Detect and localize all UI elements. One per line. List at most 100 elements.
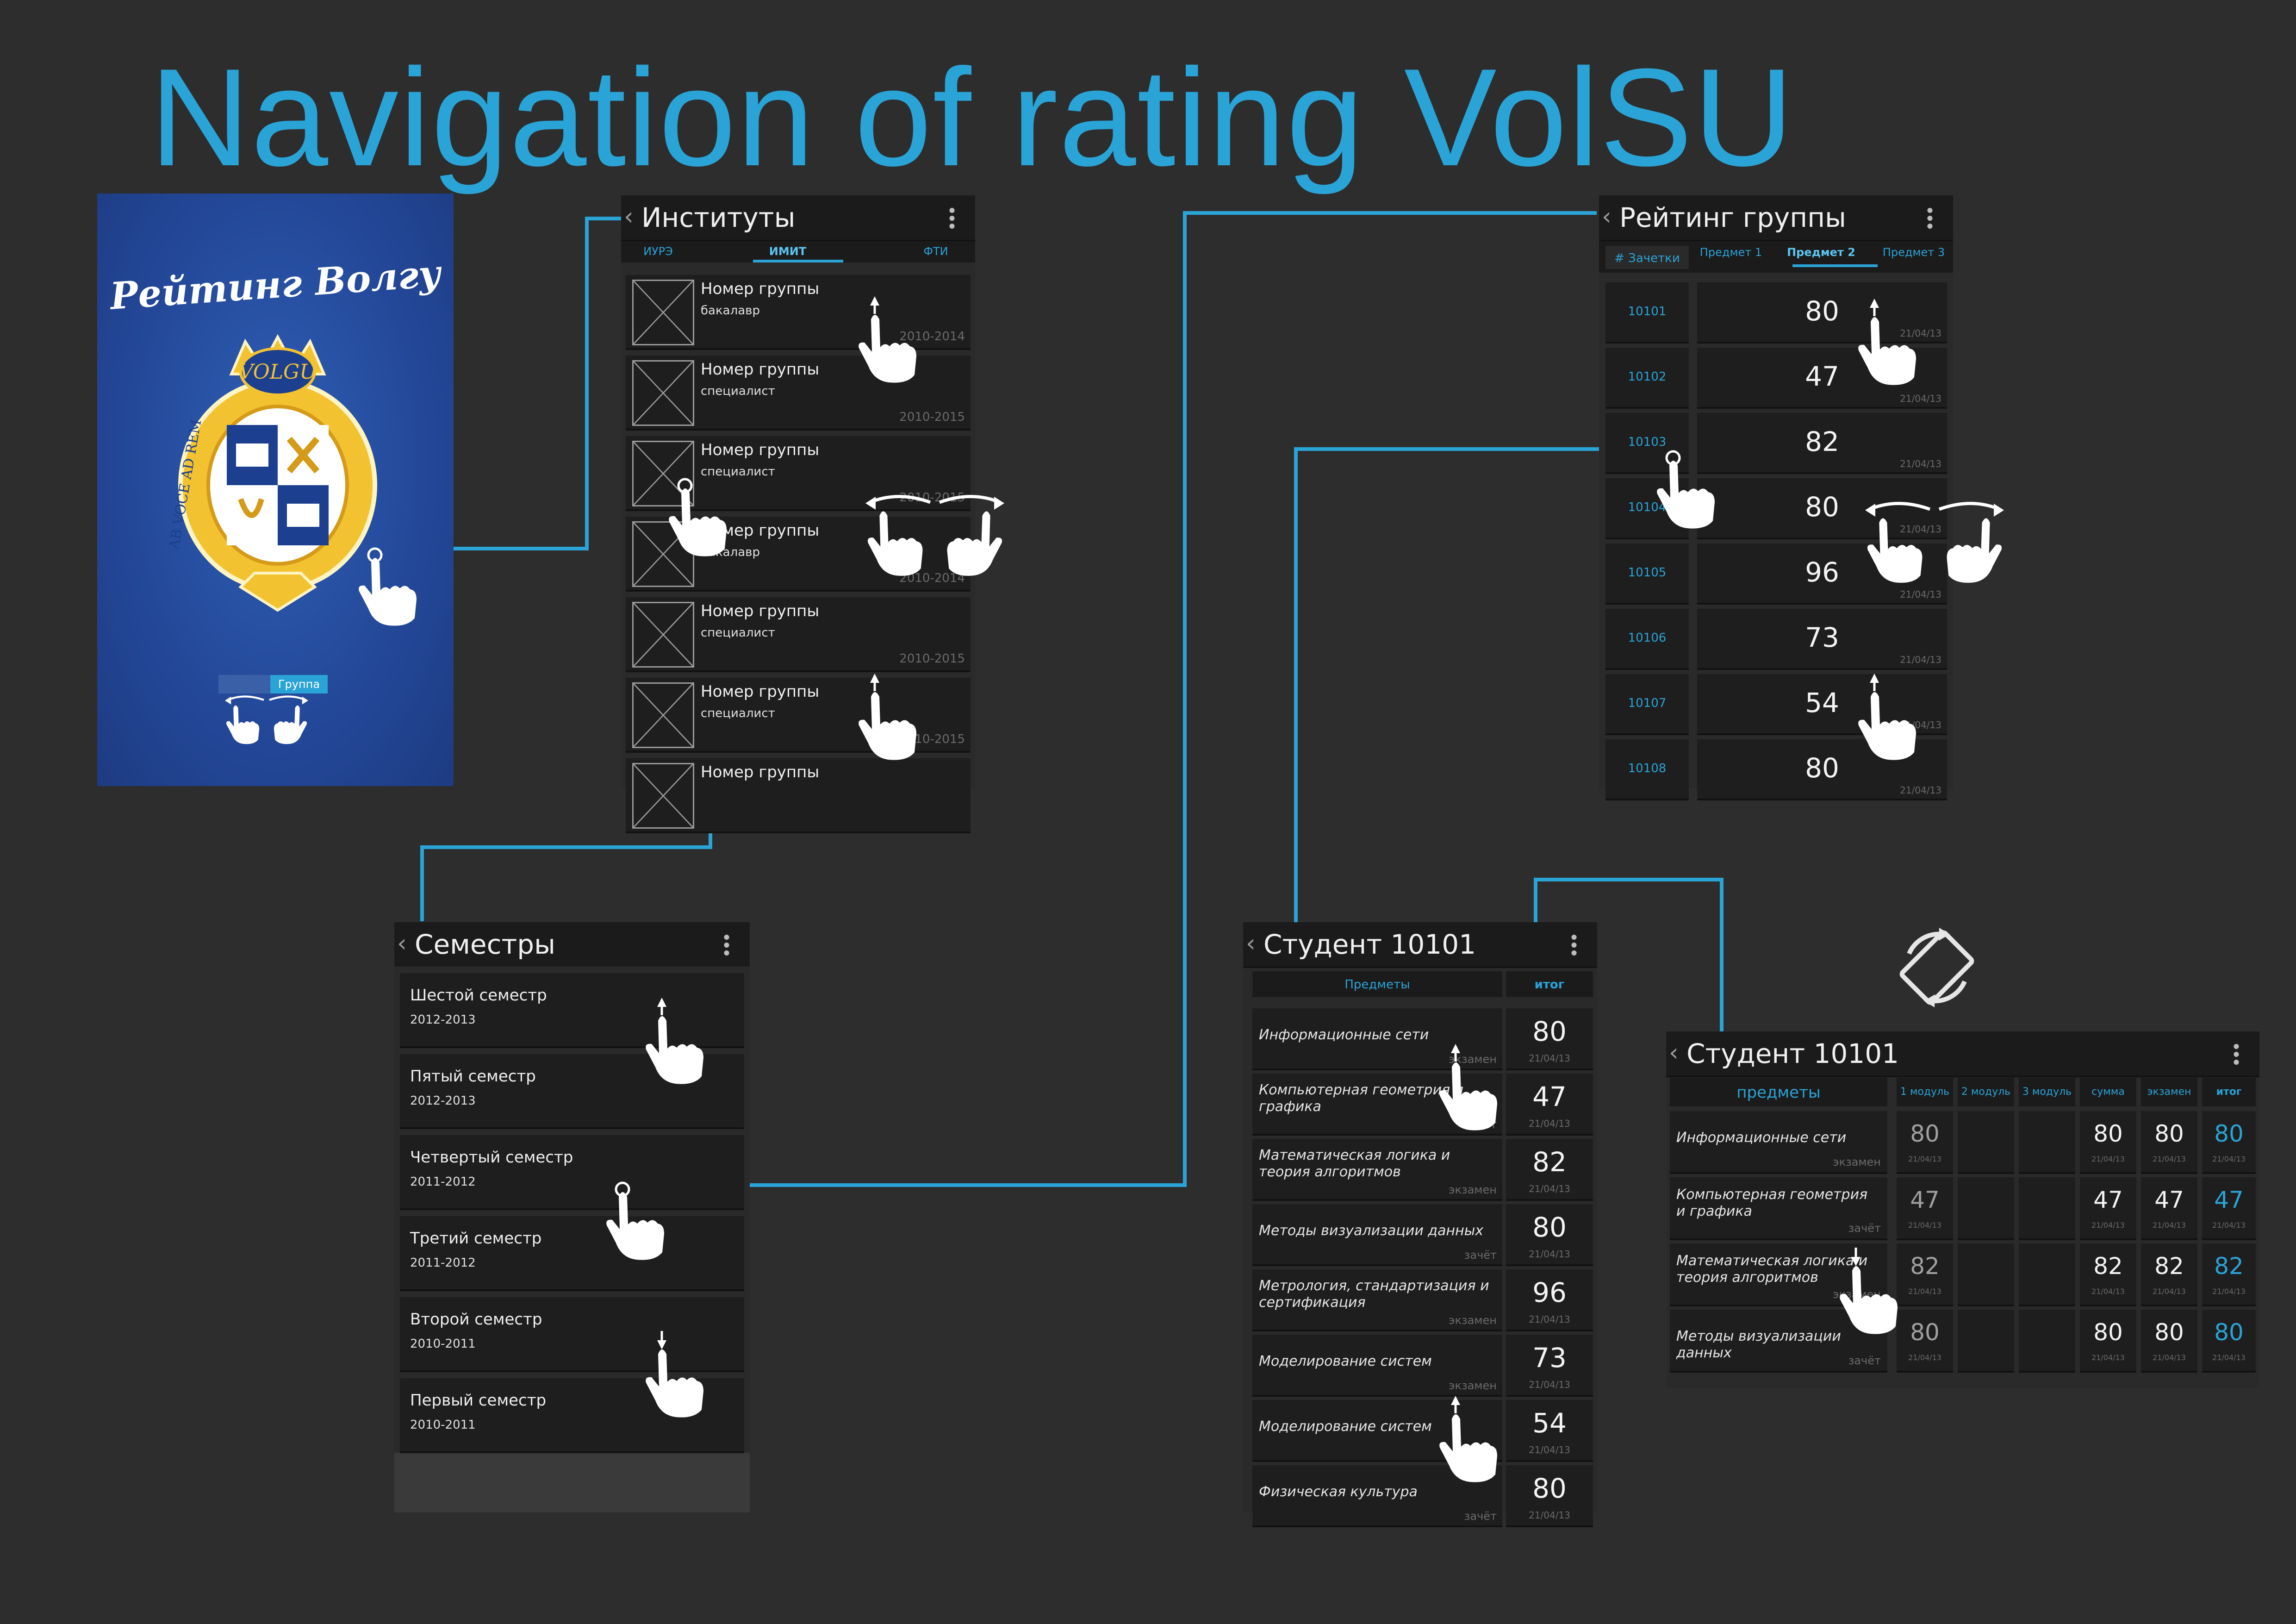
group-input[interactable]: [218, 675, 270, 693]
back-icon[interactable]: ‹: [1602, 203, 1612, 231]
student-id-cell[interactable]: 10108: [1605, 739, 1689, 800]
hand-pointer-icon: [856, 667, 926, 764]
semester-name: Первый семестр: [410, 1391, 547, 1410]
grade-cell: [1958, 1310, 2014, 1373]
grade-date: 21/04/13: [1908, 1287, 1941, 1296]
screen-title: Семестры: [415, 929, 555, 960]
overflow-menu-icon[interactable]: [1927, 206, 1933, 230]
subject-name: Компьютерная геометрия и графика: [1676, 1187, 1868, 1219]
group-name: Номер группы: [701, 280, 820, 298]
student-id[interactable]: 10104: [1628, 500, 1667, 514]
study-years: 2010-2015: [899, 410, 965, 424]
institute-tabs: ИУРЭ ИМИТ ФТИ: [621, 241, 975, 262]
student-id-cell[interactable]: 10106: [1605, 609, 1689, 670]
grade-cell: [1958, 1177, 2014, 1240]
grade-date: 21/04/13: [2153, 1155, 2186, 1163]
subject-item[interactable]: Компьютерная геометрия и графика зачёт: [1670, 1177, 1887, 1240]
connector-student-landscape: [1534, 878, 1724, 1031]
student-id[interactable]: 10106: [1628, 631, 1667, 645]
subject-item[interactable]: Метрология, стандартизация и сертификаци…: [1252, 1269, 1502, 1331]
overflow-menu-icon[interactable]: [724, 933, 729, 956]
grade-cell: [2019, 1111, 2075, 1174]
assessment-type: зачёт: [1848, 1222, 1881, 1235]
student-id[interactable]: 10102: [1628, 370, 1667, 384]
action-bar: ‹ Семестры: [394, 922, 750, 968]
grade-value: 47: [2093, 1187, 2123, 1213]
tab-imit[interactable]: ИМИТ: [769, 245, 807, 258]
tab-subject-1[interactable]: Предмет 1: [1699, 246, 1762, 259]
tab-fti[interactable]: ФТИ: [923, 245, 948, 258]
grade-value: 80: [1910, 1120, 1940, 1147]
score-date: 21/04/13: [1529, 1249, 1570, 1260]
connector-group-student: [1294, 447, 1661, 924]
group-thumbnail: [632, 763, 694, 829]
hand-pointer-icon: [1437, 1037, 1506, 1134]
grade-cell: [1958, 1243, 2014, 1306]
student-id-cell[interactable]: 10107: [1605, 674, 1689, 735]
student-screen: ‹ Студент 10101 Предметы итог Информацио…: [1243, 922, 1597, 1527]
subject-item[interactable]: Математическая логика и теория алгоритмо…: [1252, 1139, 1502, 1201]
total-score: 82: [1532, 1146, 1567, 1178]
overflow-menu-icon[interactable]: [949, 206, 955, 230]
hand-pointer-icon: [643, 991, 713, 1088]
back-icon[interactable]: ‹: [1246, 930, 1256, 957]
back-icon[interactable]: ‹: [1669, 1039, 1679, 1067]
header-subjects: предметы: [1670, 1078, 1887, 1106]
student-id-cell[interactable]: 10102: [1605, 348, 1689, 409]
tab-iure[interactable]: ИУРЭ: [643, 245, 673, 258]
group-button[interactable]: Группа: [270, 675, 328, 693]
student-id-cell[interactable]: 10101: [1605, 282, 1689, 344]
assessment-type: экзамен: [1449, 1379, 1497, 1392]
grade-date: 21/04/13: [2212, 1287, 2246, 1296]
subject-name: Метрология, стандартизация и сертификаци…: [1259, 1278, 1489, 1311]
overflow-menu-icon[interactable]: [1571, 933, 1577, 956]
institute-group-item[interactable]: Номер группы: [626, 758, 971, 833]
overflow-menu-icon[interactable]: [2234, 1043, 2239, 1066]
group-name: Номер группы: [701, 602, 820, 620]
grade-cell: [1958, 1111, 2014, 1174]
score-value: 73: [1805, 622, 1839, 653]
study-years: 2010-2014: [899, 330, 965, 344]
header-module-1: 1 модуль: [1897, 1078, 1953, 1106]
tab-subject-2[interactable]: Предмет 2: [1787, 246, 1855, 259]
tab-subject-3[interactable]: Предмет 3: [1882, 246, 1945, 259]
grade-date: 21/04/13: [1908, 1221, 1941, 1230]
page-title: Navigation of rating VolSU: [149, 39, 1795, 195]
student-id[interactable]: 10103: [1628, 435, 1667, 449]
hand-pointer-icon: [1856, 667, 1925, 764]
student-id[interactable]: 10108: [1628, 762, 1667, 775]
student-id[interactable]: 10107: [1628, 696, 1667, 710]
action-bar: ‹ Студент 10101: [1243, 922, 1597, 968]
score-value: 47: [1805, 361, 1839, 392]
splash-screen: Рейтинг Волгу VOLGU AB VOCE AD REM Групп…: [97, 194, 454, 786]
student-id[interactable]: 10101: [1628, 305, 1667, 319]
grade-cell: 47 21/04/13: [2080, 1177, 2136, 1240]
back-icon[interactable]: ‹: [624, 203, 634, 231]
grade-value: 80: [2093, 1319, 2123, 1346]
subjects-header: Предметы: [1252, 971, 1502, 997]
group-name: Номер группы: [701, 682, 820, 701]
score-date: 21/04/13: [1529, 1118, 1570, 1129]
semester-years: 2012-2013: [410, 1094, 476, 1108]
student-id-cell[interactable]: 10105: [1605, 543, 1689, 605]
back-icon[interactable]: ‹: [397, 930, 407, 957]
student-id[interactable]: 10105: [1628, 566, 1667, 580]
grade-date: 21/04/13: [2091, 1221, 2125, 1230]
subject-item[interactable]: Математическая логика и теория алгоритмо…: [1670, 1243, 1887, 1306]
